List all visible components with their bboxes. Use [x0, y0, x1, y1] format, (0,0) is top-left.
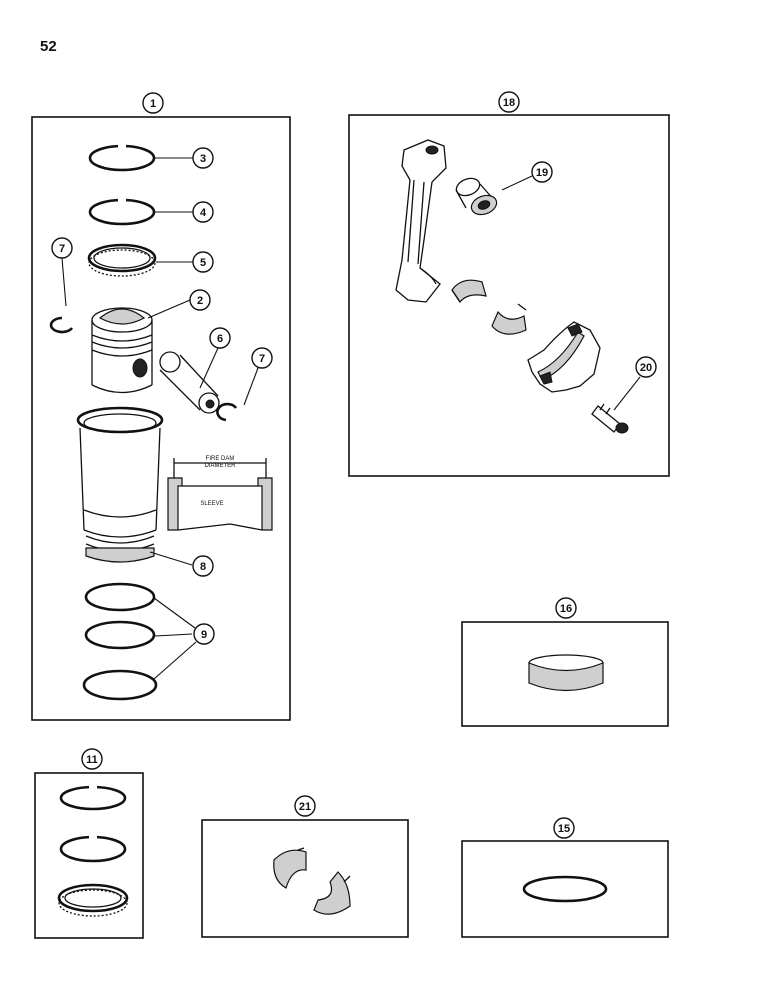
callout-18[interactable]: 18 — [498, 91, 520, 113]
fire-dam-label: FIRE DAM — [206, 456, 235, 462]
callout-8[interactable]: 8 — [192, 555, 214, 577]
sleeve-label: SLEEVE — [200, 501, 223, 507]
page-number: 52 — [40, 38, 57, 55]
bearing-shell-icon — [273, 847, 351, 915]
panel-11-frame — [34, 772, 144, 939]
bearing-sleeve-icon — [528, 654, 604, 692]
connecting-rod-icon — [395, 139, 447, 303]
svg-text:11: 11 — [86, 754, 98, 766]
sleeve-section-detail: FIRE DAM DIAMETER SLEEVE — [167, 456, 273, 531]
diameter-label: DIAMETER — [204, 463, 236, 469]
o-ring-icon — [522, 875, 608, 903]
piston-ring-icon — [88, 198, 156, 226]
piston-icon — [91, 307, 153, 394]
piston-ring-icon — [57, 785, 129, 917]
svg-text:4: 4 — [200, 207, 207, 219]
callout-1[interactable]: 1 — [142, 92, 164, 114]
svg-text:20: 20 — [640, 362, 652, 374]
svg-text:16: 16 — [560, 603, 572, 615]
callout-15[interactable]: 15 — [553, 817, 575, 839]
svg-text:3: 3 — [200, 153, 206, 165]
snap-ring-icon — [49, 316, 74, 334]
piston-ring-icon — [88, 144, 156, 172]
callout-11[interactable]: 11 — [81, 748, 103, 770]
callout-2[interactable]: 2 — [189, 289, 211, 311]
callout-7[interactable]: 7 — [51, 237, 73, 259]
piston-ring-icon — [82, 582, 158, 701]
svg-text:2: 2 — [197, 295, 203, 307]
cylinder-sleeve-icon — [76, 406, 164, 563]
callout-9[interactable]: 9 — [193, 623, 215, 645]
svg-text:9: 9 — [201, 629, 207, 641]
callout-20[interactable]: 20 — [635, 356, 657, 378]
callout-7-right[interactable]: 7 — [251, 347, 273, 369]
svg-text:15: 15 — [558, 823, 570, 835]
piston-pin-icon — [159, 351, 220, 414]
svg-text:6: 6 — [217, 333, 223, 345]
panel-1-frame — [31, 116, 291, 721]
callout-5[interactable]: 5 — [192, 251, 214, 273]
svg-text:5: 5 — [200, 257, 206, 269]
svg-text:18: 18 — [503, 97, 515, 109]
piston-ring-icon — [87, 243, 157, 277]
rod-bolt-icon — [591, 403, 629, 434]
callout-21[interactable]: 21 — [294, 795, 316, 817]
panel-18-frame — [348, 114, 670, 477]
callout-4[interactable]: 4 — [192, 201, 214, 223]
callout-19[interactable]: 19 — [531, 161, 553, 183]
svg-text:19: 19 — [536, 167, 548, 179]
bearing-shell-icon — [451, 279, 527, 335]
callout-6[interactable]: 6 — [209, 327, 231, 349]
callout-16[interactable]: 16 — [555, 597, 577, 619]
svg-text:8: 8 — [200, 561, 206, 573]
callout-3[interactable]: 3 — [192, 147, 214, 169]
bushing-icon — [455, 177, 498, 216]
panel-21-frame — [201, 819, 409, 938]
panel-16-frame — [461, 621, 669, 727]
rod-cap-icon — [527, 321, 601, 393]
svg-text:1: 1 — [150, 98, 156, 110]
svg-text:21: 21 — [299, 801, 311, 813]
panel-15-frame — [461, 840, 669, 938]
svg-text:7: 7 — [259, 353, 265, 365]
snap-ring-icon — [216, 402, 238, 422]
svg-text:7: 7 — [59, 243, 65, 255]
